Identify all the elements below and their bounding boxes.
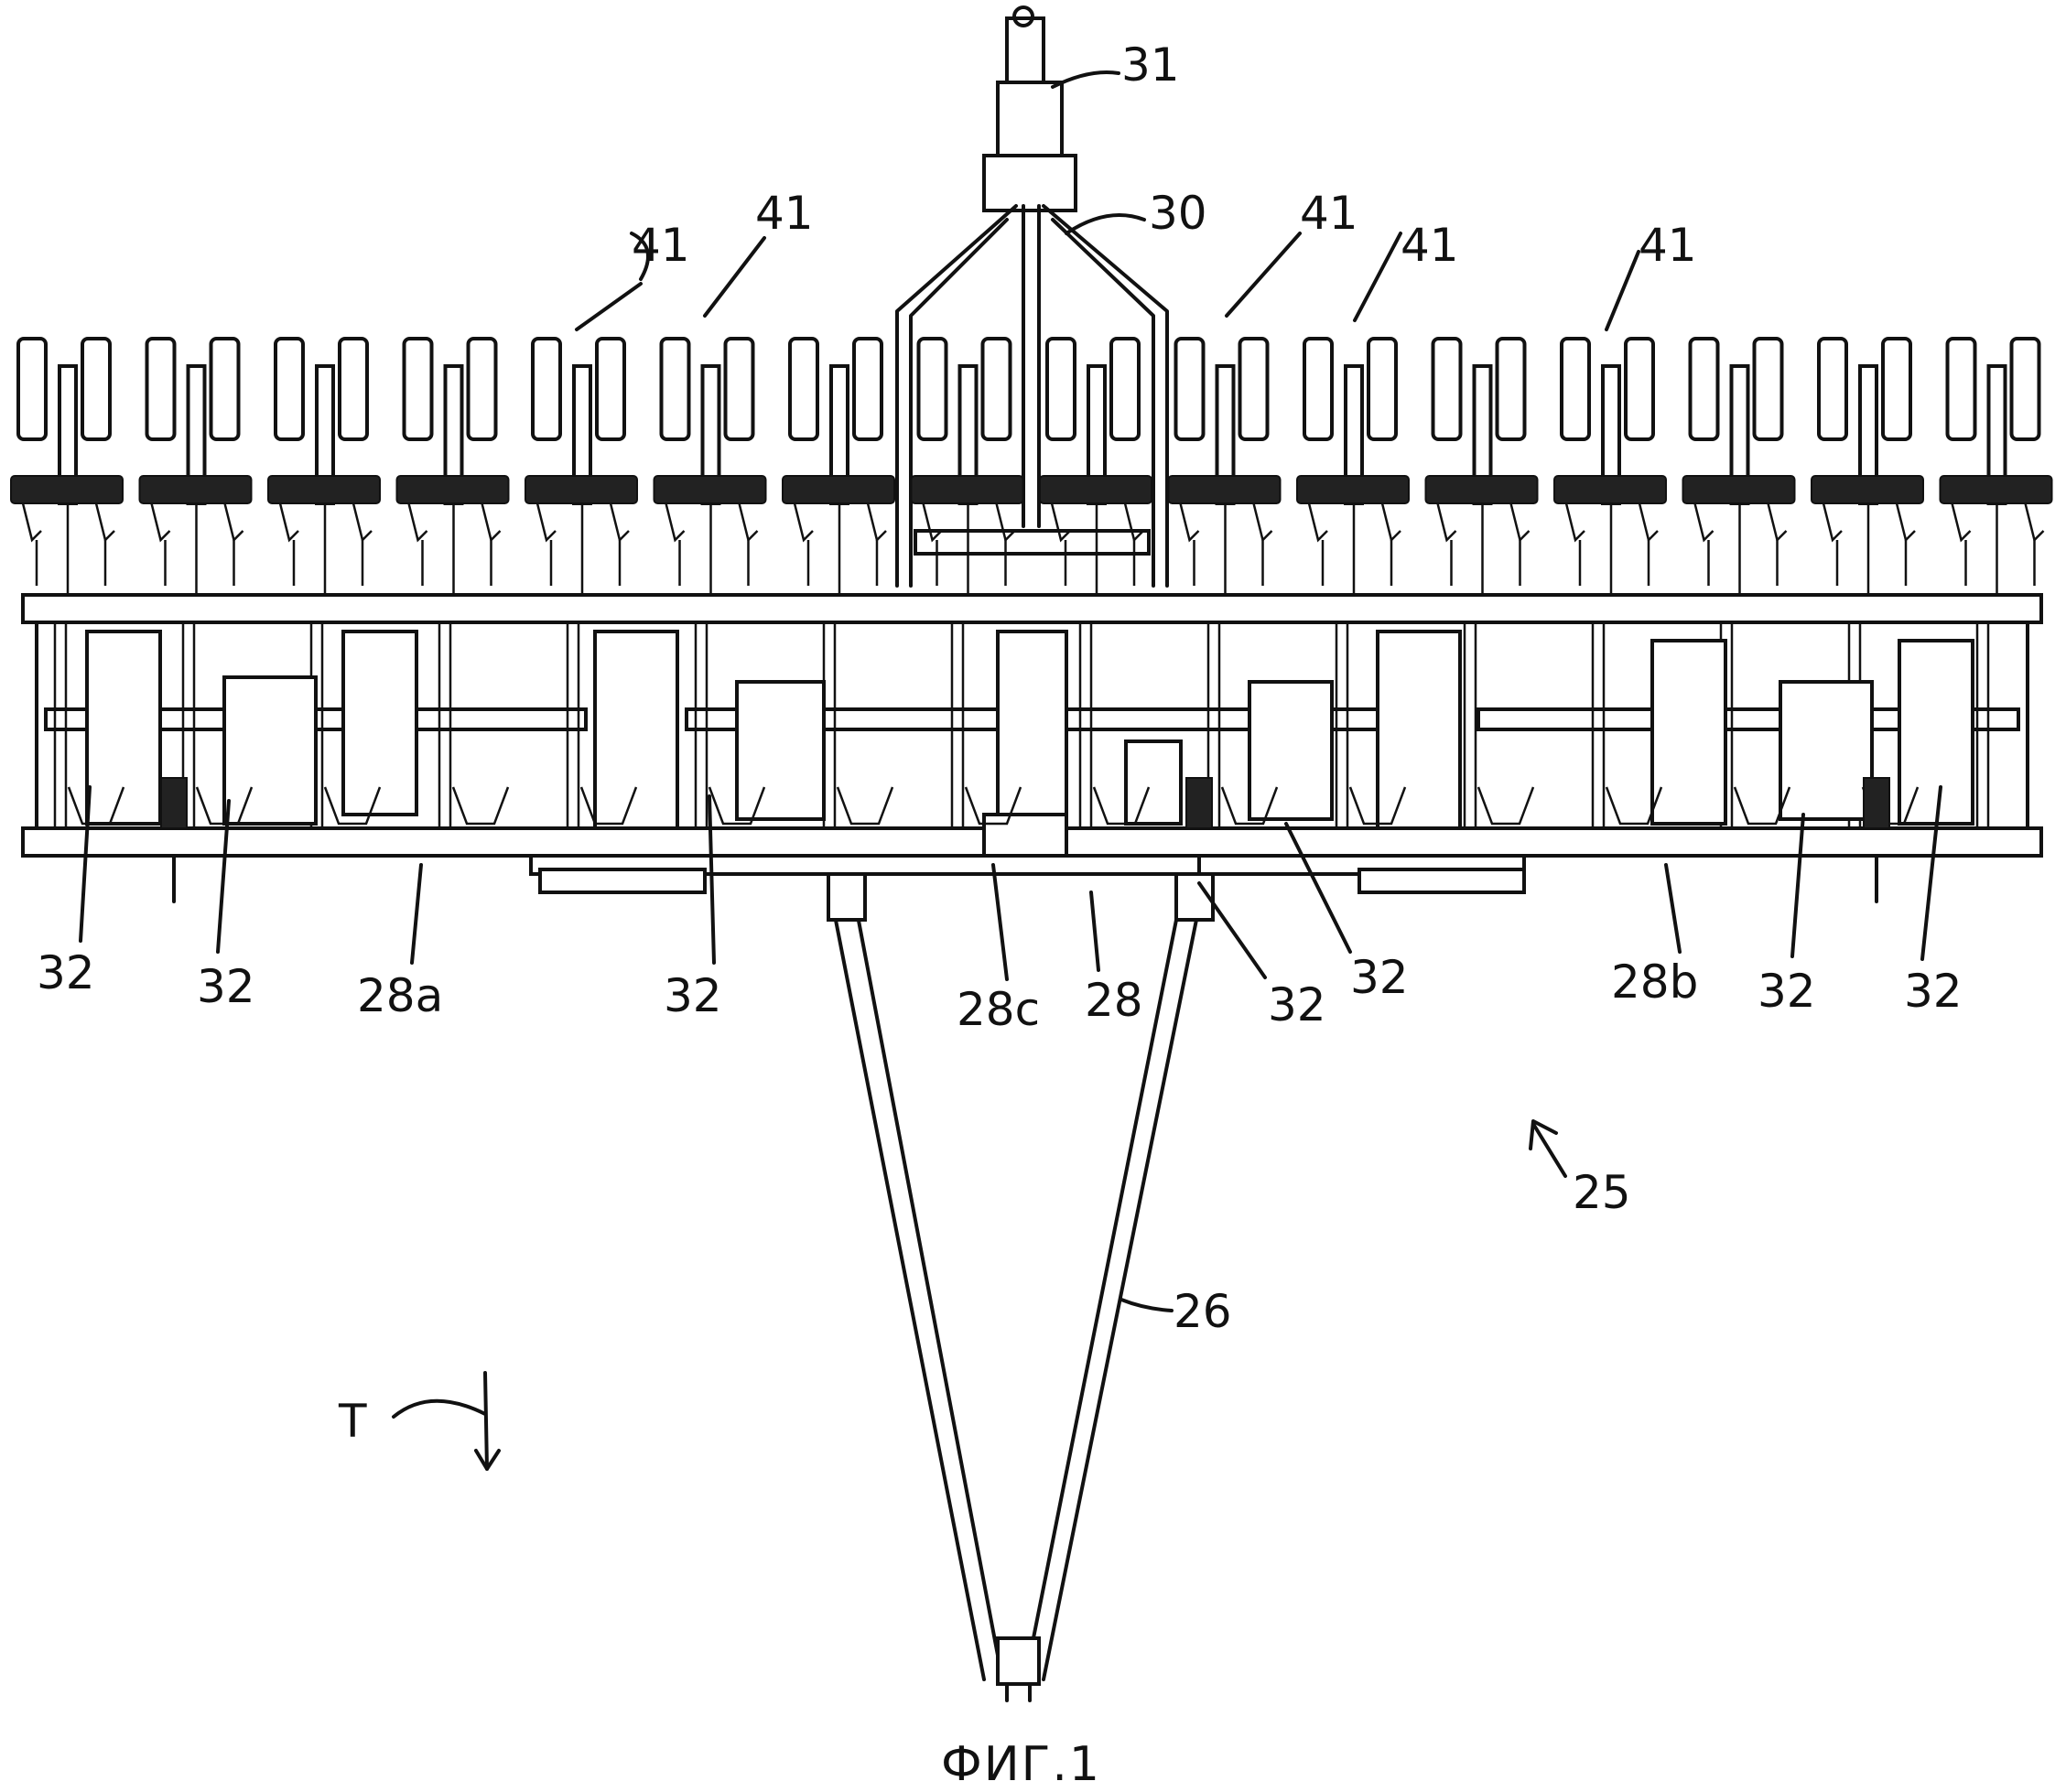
figure-caption: ФИГ.1 [941, 1737, 1101, 1792]
label-41-a: 41 [632, 219, 690, 272]
row-unit [1424, 337, 1539, 595]
label-26: 26 [1174, 1285, 1232, 1338]
row-unit [525, 337, 638, 595]
seed-hopper [1650, 639, 1727, 826]
seed-hopper [1779, 680, 1874, 821]
row-unit [10, 337, 124, 595]
label-41-d: 41 [1401, 219, 1459, 272]
label-41-b: 41 [755, 187, 814, 240]
label-41-e: 41 [1639, 219, 1697, 272]
label-32-e: 32 [1350, 951, 1409, 1004]
main-frame [21, 593, 2043, 894]
label-28: 28 [1085, 974, 1143, 1027]
label-32-d: 32 [1268, 978, 1326, 1031]
drawbar [827, 872, 1215, 1702]
row-unit [1811, 337, 1924, 595]
seed-hopper [85, 630, 162, 826]
row-unit [1939, 337, 2053, 595]
seed-hopper [222, 675, 318, 826]
label-32-a: 32 [37, 946, 95, 999]
row-unit [1167, 337, 1282, 595]
row-unit [653, 337, 767, 595]
row-units [10, 337, 2053, 595]
label-30: 30 [1149, 187, 1207, 240]
label-31: 31 [1121, 38, 1180, 92]
label-32-g: 32 [1904, 965, 1963, 1018]
row-unit [1553, 337, 1667, 595]
label-T: T [338, 1395, 367, 1448]
label-28c: 28c [957, 983, 1040, 1036]
leader-lines [79, 70, 1942, 1471]
seed-hopper [1248, 680, 1334, 821]
row-unit [1039, 337, 1152, 595]
seed-hopper [341, 630, 418, 816]
label-32-c: 32 [664, 969, 722, 1022]
label-25: 25 [1573, 1166, 1631, 1219]
row-unit [138, 337, 253, 595]
reference-labels: 31 30 41 41 41 41 41 32 32 28a 32 28c 28… [37, 38, 1963, 1792]
frame-details [53, 622, 1990, 903]
row-unit [267, 337, 381, 595]
label-28a: 28a [357, 969, 443, 1022]
row-unit [1682, 337, 1796, 595]
row-unit [1296, 337, 1410, 595]
seed-hopper [1898, 639, 1974, 826]
label-28b: 28b [1611, 955, 1698, 1009]
label-32-f: 32 [1758, 965, 1816, 1018]
seed-hopper [735, 680, 826, 821]
tongue-frame [895, 204, 1169, 588]
seed-hopper [1124, 739, 1183, 826]
row-unit [395, 337, 510, 595]
row-unit [910, 337, 1024, 595]
hitch-assembly [982, 5, 1077, 528]
row-unit [782, 337, 895, 595]
label-41-c: 41 [1300, 187, 1358, 240]
label-32-b: 32 [197, 960, 255, 1013]
